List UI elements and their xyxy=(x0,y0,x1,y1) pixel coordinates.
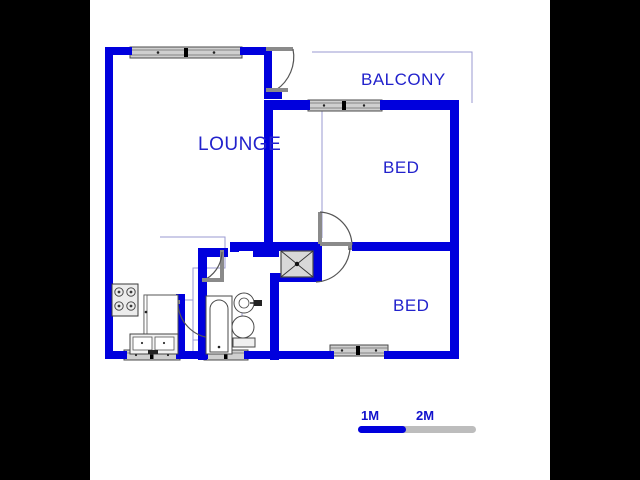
floor-plan-drawing xyxy=(105,46,473,361)
wall-lounge-east-bottom xyxy=(230,242,282,251)
wall-bed2-west xyxy=(270,282,279,360)
wall-bed1-south-right xyxy=(352,242,458,251)
scale-bar-track xyxy=(358,426,476,433)
wall-south-bath-left xyxy=(198,351,208,359)
shower-icon xyxy=(280,250,314,278)
wall-bed1-north-left xyxy=(264,100,310,110)
wall-lounge-east-stub xyxy=(230,242,239,252)
kitchen-sink-icon xyxy=(129,333,179,355)
wall-north-right-stub xyxy=(240,47,272,55)
wall-south-bed2-left xyxy=(276,351,334,359)
wall-north-left-stub xyxy=(105,47,132,55)
wall-west-outer xyxy=(105,47,113,359)
scale-bar: 1M 2M xyxy=(358,408,478,442)
door-balcony xyxy=(266,47,295,92)
wall-south-bed2-right xyxy=(384,351,459,359)
wall-bed1-west xyxy=(264,100,273,250)
wall-bathroom-north xyxy=(198,248,228,257)
bathroom-basin-icon xyxy=(233,292,262,314)
wall-bathroom-north-right xyxy=(253,248,279,257)
door-bathroom xyxy=(201,250,224,282)
door-bed2 xyxy=(315,244,352,283)
wall-kitchen-east xyxy=(176,294,185,359)
walls xyxy=(105,47,459,360)
wall-shower-east xyxy=(313,248,322,278)
bathtub-icon xyxy=(205,295,233,355)
room-label-lounge: LOUNGE xyxy=(198,134,282,155)
window-bed2-south xyxy=(329,344,389,357)
room-label-bed-2: BED xyxy=(393,296,430,315)
wall-south-kitchen-left xyxy=(105,351,127,359)
wall-south-kitchen-right xyxy=(176,351,198,359)
wall-bathroom-west xyxy=(198,248,207,360)
wall-bed1-south-left xyxy=(273,242,322,251)
kitchen-counter-icon xyxy=(143,294,179,340)
floor-plan-canvas: LOUNGE BALCONY BED BED 1M 2M xyxy=(90,0,550,480)
door-bed1 xyxy=(318,211,353,246)
scale-label-2m: 2M xyxy=(416,408,435,423)
wall-east-outer xyxy=(450,100,459,359)
toilet-icon xyxy=(231,315,256,348)
wall-balcony-door-jamb xyxy=(264,47,272,99)
room-label-bed-1: BED xyxy=(383,158,420,177)
scale-label-1m: 1M xyxy=(361,408,380,423)
window-lounge-north xyxy=(129,46,243,59)
window-bed1-north xyxy=(307,99,383,112)
kitchen-stove-icon xyxy=(111,283,139,317)
wall-bed1-north-right xyxy=(380,100,458,110)
wall-south-bath-right xyxy=(244,351,279,359)
scale-bar-fill xyxy=(358,426,406,433)
wall-balcony-sill xyxy=(264,92,282,99)
room-label-balcony: BALCONY xyxy=(361,70,446,89)
